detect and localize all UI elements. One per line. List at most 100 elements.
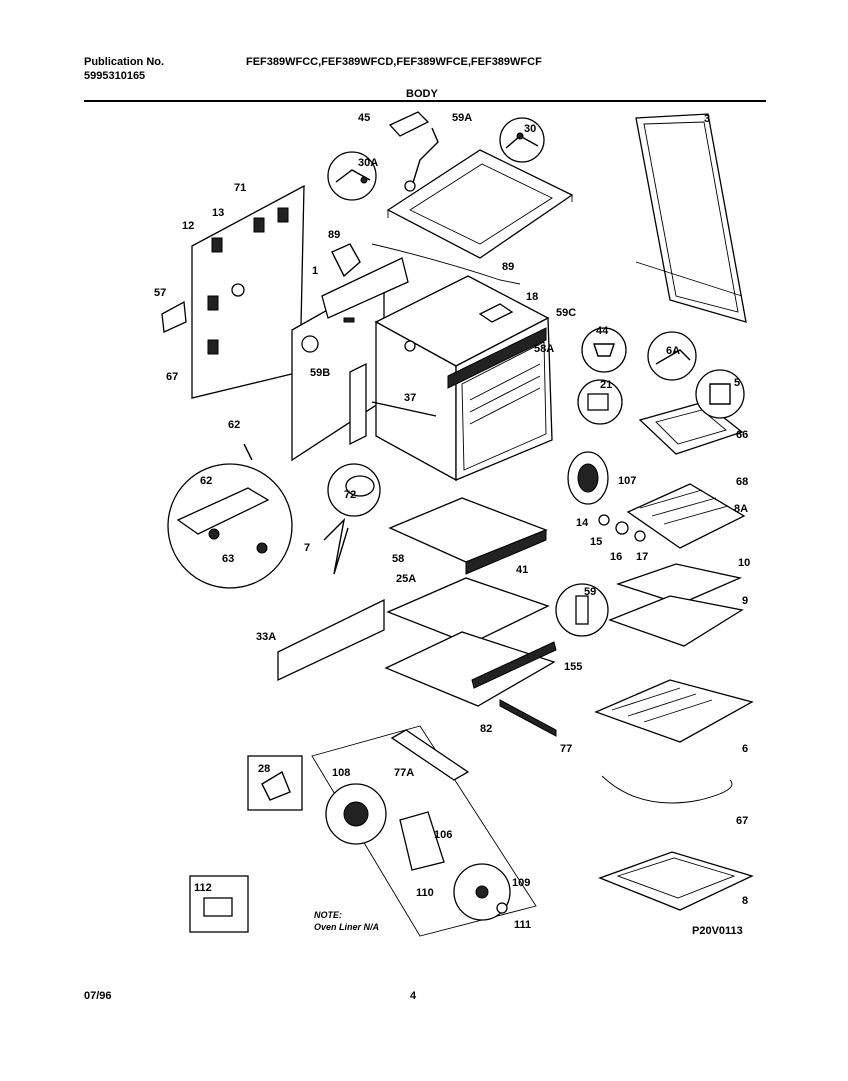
bracket-45: [388, 111, 430, 137]
rear-panel: [191, 184, 305, 399]
publication-number: 5995310165: [84, 70, 146, 82]
switch-parts-14-17: [598, 514, 646, 542]
note-title: NOTE:: [314, 910, 342, 920]
callout-33A: 33A: [256, 631, 276, 643]
callout-63: 63: [222, 553, 234, 565]
callout-18: 18: [526, 291, 538, 303]
callout-25A: 25A: [396, 573, 416, 585]
callout-72: 72: [344, 489, 356, 501]
rack-8A: [626, 483, 746, 549]
callout-107: 107: [618, 475, 636, 487]
callout-7: 7: [304, 542, 310, 554]
callout-15: 15: [590, 536, 602, 548]
callout-30: 30: [524, 123, 536, 135]
callout-59B: 59B: [310, 367, 330, 379]
detail-circle-30: [499, 117, 545, 163]
figure-code: P20V0113: [692, 925, 743, 937]
callout-67b: 67: [736, 815, 748, 827]
wiring-harness: [321, 243, 521, 319]
detail-circle-21: [577, 379, 623, 425]
detail-circle-44: [581, 327, 627, 373]
callout-30A: 30A: [358, 157, 378, 169]
top-frame-panel: [386, 149, 574, 259]
detail-circle-6A: [647, 331, 697, 381]
callout-112: 112: [194, 882, 212, 894]
broiler-pan-9: [608, 595, 744, 647]
element-18: [478, 303, 514, 323]
callout-6: 6: [742, 743, 748, 755]
callout-106: 106: [434, 829, 452, 841]
callout-77: 77: [560, 743, 572, 755]
detail-circle-62: [167, 443, 293, 589]
box-28: [247, 755, 303, 811]
detail-circle-72: [327, 463, 381, 517]
callout-82: 82: [480, 723, 492, 735]
callout-62b: 62: [200, 475, 212, 487]
callout-66: 66: [736, 429, 748, 441]
callout-14: 14: [576, 517, 589, 529]
oven-cavity: [374, 275, 553, 482]
callout-45: 45: [358, 112, 370, 124]
bracket-89: [331, 243, 361, 278]
callout-71: 71: [234, 182, 246, 194]
callout-37: 37: [404, 392, 416, 404]
callout-57: 57: [154, 287, 166, 299]
door-liner-8: [598, 851, 754, 911]
callout-89b: 89: [502, 261, 514, 273]
vent-77: [499, 699, 557, 737]
callout-58A: 58A: [534, 343, 554, 355]
callout-17: 17: [636, 551, 648, 563]
callout-8A: 8A: [734, 503, 748, 515]
door-outer-panel: [635, 113, 747, 323]
footer-page-number: 4: [410, 990, 417, 1002]
callout-28: 28: [258, 763, 270, 775]
detail-circle-30A: [327, 151, 377, 201]
callout-1: 1: [312, 265, 318, 277]
callout-59: 59: [584, 586, 596, 598]
callout-62a: 62: [228, 419, 240, 431]
label-57: [161, 300, 187, 333]
tube-59A: [404, 127, 439, 192]
callout-59A: 59A: [452, 112, 472, 124]
box-112: [189, 875, 249, 933]
callout-89a: 89: [328, 229, 340, 241]
lower-panel-82: [384, 631, 557, 707]
callout-67: 67: [166, 371, 178, 383]
callout-111: 111: [514, 919, 531, 931]
callout-155: 155: [564, 661, 582, 673]
callout-6A: 6A: [666, 345, 680, 357]
callout-44: 44: [596, 325, 609, 337]
callout-68: 68: [736, 476, 748, 488]
footer-date: 07/96: [84, 990, 112, 1002]
fan-assembly-box: [311, 725, 537, 937]
callout-58: 58: [392, 553, 404, 565]
callout-5: 5: [734, 377, 740, 389]
callout-12: 12: [182, 220, 194, 232]
callout-13: 13: [212, 207, 224, 219]
callout-109: 109: [512, 877, 530, 889]
insulation-58: [388, 497, 548, 575]
convection-fan-107: [567, 451, 609, 505]
note-text: Oven Liner N/A: [314, 922, 379, 932]
callout-77A: 77A: [394, 767, 414, 779]
callout-41: 41: [516, 564, 528, 576]
probe-37: [371, 401, 437, 417]
bracket-77A: [390, 729, 470, 781]
spring-clip-7: [323, 517, 349, 575]
detail-circle-5: [695, 369, 745, 419]
callout-8: 8: [742, 895, 748, 907]
callout-9: 9: [742, 595, 748, 607]
callout-59C: 59C: [556, 307, 576, 319]
side-frame: [291, 276, 385, 462]
detail-circle-59: [555, 583, 609, 637]
insulation-58A: [447, 327, 547, 389]
bottom-panel-25A: [386, 577, 550, 645]
model-numbers: FEF389WFCC,FEF389WFCD,FEF389WFCE,FEF389W…: [246, 56, 542, 68]
broiler-grid-10: [615, 563, 743, 605]
callout-3: 3: [704, 113, 710, 125]
header-rule: [84, 100, 766, 102]
callout-110: 110: [416, 887, 434, 899]
kick-panel-33A: [277, 598, 385, 682]
publication-label: Publication No.: [84, 56, 165, 68]
